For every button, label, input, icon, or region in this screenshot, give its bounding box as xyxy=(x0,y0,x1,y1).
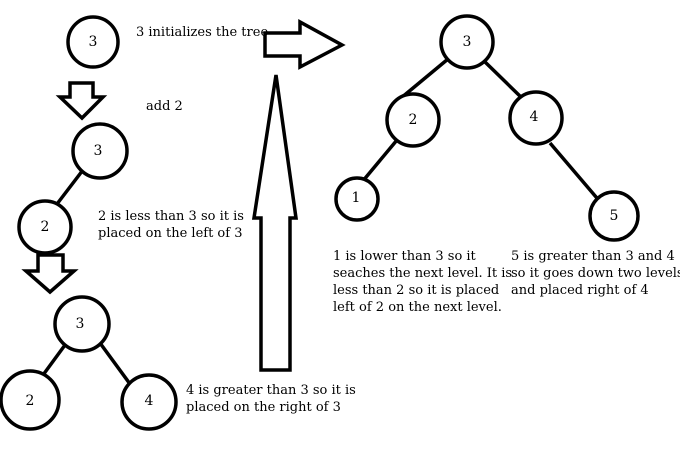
caption-line: placed on the left of 3 xyxy=(98,226,242,241)
tree-node xyxy=(66,15,120,69)
tree-edge xyxy=(98,341,132,386)
tree-edge xyxy=(360,138,399,184)
caption-line: 4 is greater than 3 so it is xyxy=(186,383,356,398)
node-value: 4 xyxy=(145,393,154,409)
tree-edge xyxy=(41,343,67,377)
caption-line: 3 initializes the tree xyxy=(136,25,268,40)
tree-node xyxy=(439,14,495,70)
caption-line: 5 is greater than 3 and 4 xyxy=(511,249,675,264)
caption-add-2: add 2 xyxy=(146,99,183,114)
node-value: 2 xyxy=(409,112,418,128)
caption-right-of-3: 4 is greater than 3 so it is placed on th… xyxy=(186,383,356,415)
step2-tree: 3 2 xyxy=(17,122,129,255)
tree-node xyxy=(588,190,640,242)
caption-left-of-3: 2 is less than 3 so it is placed on the l… xyxy=(98,209,244,241)
tree-node xyxy=(17,199,73,255)
node-value: 3 xyxy=(463,34,472,50)
tree-node xyxy=(334,176,380,222)
tree-node xyxy=(385,92,441,148)
tree-node xyxy=(53,295,111,353)
caption-line: 1 is lower than 3 so it xyxy=(333,249,477,264)
right-arrow xyxy=(263,19,346,70)
tree-node xyxy=(508,90,564,146)
caption-init: 3 initializes the tree xyxy=(136,25,268,40)
caption-line: less than 2 so it is placed xyxy=(333,283,499,298)
node-value: 3 xyxy=(76,316,85,332)
caption-five: 5 is greater than 3 and 4 so it goes down… xyxy=(511,249,680,298)
node-value: 5 xyxy=(610,208,619,224)
step1-tree: 3 xyxy=(66,15,120,69)
caption-line: add 2 xyxy=(146,99,183,114)
tree-node xyxy=(0,369,61,431)
node-value: 3 xyxy=(94,143,103,159)
node-value: 2 xyxy=(26,393,35,409)
caption-line: left of 2 on the next level. xyxy=(333,300,502,315)
caption-line: and placed right of 4 xyxy=(511,283,649,298)
tree-node xyxy=(71,122,129,180)
node-value: 4 xyxy=(530,109,539,125)
caption-line: so it goes down two levels xyxy=(511,266,680,281)
down-arrow-1 xyxy=(55,81,108,121)
up-arrow xyxy=(251,74,299,372)
final-tree: 3 2 4 1 5 xyxy=(334,14,640,242)
down-arrow-2 xyxy=(21,253,79,295)
step3-tree: 3 2 4 xyxy=(0,295,178,431)
node-value: 1 xyxy=(352,190,361,206)
tree-node xyxy=(120,373,178,431)
node-value: 3 xyxy=(89,34,98,50)
tree-edge xyxy=(548,141,604,206)
caption-line: placed on the right of 3 xyxy=(186,400,341,415)
caption-one: 1 is lower than 3 so it seaches the next … xyxy=(333,249,512,315)
caption-line: 2 is less than 3 so it is xyxy=(98,209,244,224)
node-value: 2 xyxy=(41,219,50,235)
caption-line: seaches the next level. It is xyxy=(333,266,512,281)
tree-edge xyxy=(481,58,526,102)
